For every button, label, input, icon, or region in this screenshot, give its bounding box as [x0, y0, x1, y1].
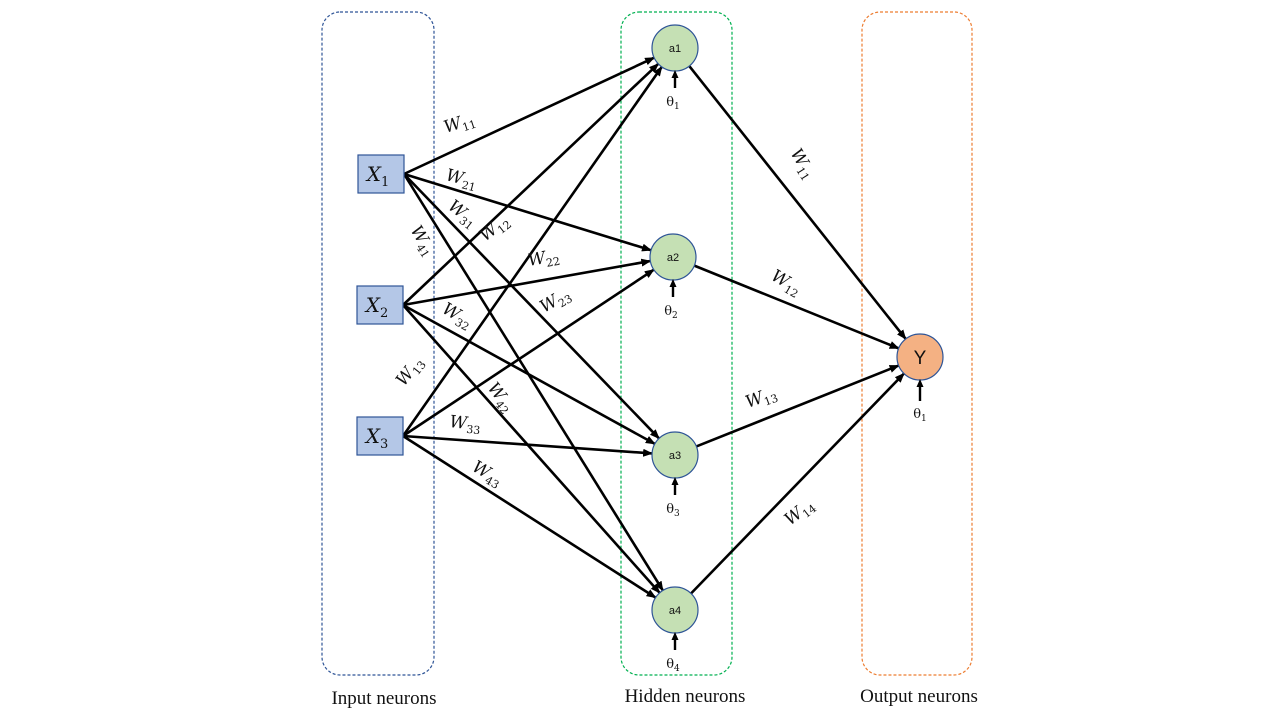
input-node-x2: X2	[356, 285, 404, 325]
weight-label-x2-a1: W12	[476, 211, 514, 248]
input-node-label: X2	[364, 293, 389, 321]
weight-label-x1-a3: W31	[443, 196, 481, 233]
hidden-node-a1: a1 θ1	[651, 24, 699, 112]
weight-label-x3-a2: W23	[537, 284, 575, 319]
weight-label-a1-y: W11	[784, 145, 819, 183]
edge-x2-a2	[402, 258, 652, 307]
input-node-box	[357, 154, 405, 194]
edge-x1-a1	[403, 56, 656, 176]
edge-x2-a1	[402, 62, 660, 306]
weight-label-a3-y: W13	[743, 383, 780, 414]
input-node-label: X1	[365, 162, 390, 190]
edge-x1-a2	[403, 172, 652, 252]
edge-x2-a3	[402, 303, 656, 446]
hidden-node-a3: a3 θ3	[651, 431, 699, 519]
edge-x2-a4	[402, 304, 661, 594]
input-group-frame	[321, 11, 435, 676]
hidden-node-label: a1	[669, 43, 681, 55]
input-node-x3: X3	[356, 416, 404, 456]
hidden-neurons-caption: Hidden neurons	[625, 686, 746, 707]
weight-label-x3-a4: W43	[468, 457, 506, 492]
edge-a1-y	[688, 65, 907, 340]
weight-label-x2-a2: W22	[526, 246, 561, 273]
bias-label: θ2	[664, 304, 678, 321]
weight-label-a2-y: W12	[767, 266, 805, 301]
weight-label-a4-y: W14	[781, 495, 819, 532]
input-neurons-caption: Input neurons	[331, 688, 436, 709]
edge-a2-y	[693, 264, 900, 350]
bias-label: θ1	[666, 95, 680, 112]
weight-label-x1-a1: W11	[441, 109, 478, 140]
edge-a3-y	[695, 364, 900, 448]
hidden-node-label: a3	[669, 450, 681, 462]
bias-label: θ4	[666, 657, 680, 674]
output-neurons-caption: Output neurons	[860, 686, 978, 707]
edge-x3-a3	[402, 434, 654, 457]
hidden-node-label: a2	[667, 252, 679, 264]
weight-label-x3-a3: W33	[448, 412, 482, 437]
hidden-node-label: a4	[669, 605, 681, 617]
input-node-x1: X1	[357, 154, 405, 194]
bias-label: θ3	[666, 502, 680, 519]
edge-x1-a3	[403, 173, 660, 440]
input-node-box	[356, 416, 404, 456]
input-node-box	[356, 285, 404, 325]
output-node-y: Yθ1	[896, 333, 944, 424]
edges-layer	[401, 56, 907, 599]
weight-labels-layer: W11W21W31W41W12W22W32W42W13W23W33W43W11W…	[392, 109, 819, 532]
hidden-node-a2: a2 θ2	[649, 233, 697, 321]
edge-x3-a4	[402, 434, 657, 599]
hidden-group-frame	[620, 11, 733, 676]
edge-x1-a4	[402, 173, 664, 592]
edge-x3-a1	[401, 66, 663, 437]
edge-x3-a2	[402, 268, 655, 438]
hidden-node-a4: a4 θ4	[651, 586, 699, 674]
output-node-label: Y	[914, 348, 927, 369]
bias-label: θ1	[913, 407, 927, 424]
output-group-frame	[861, 11, 973, 676]
input-node-label: X3	[364, 424, 389, 452]
weight-label-x1-a2: W21	[443, 165, 479, 194]
edge-a4-y	[690, 372, 905, 595]
weight-label-x3-a1: W13	[392, 353, 429, 391]
